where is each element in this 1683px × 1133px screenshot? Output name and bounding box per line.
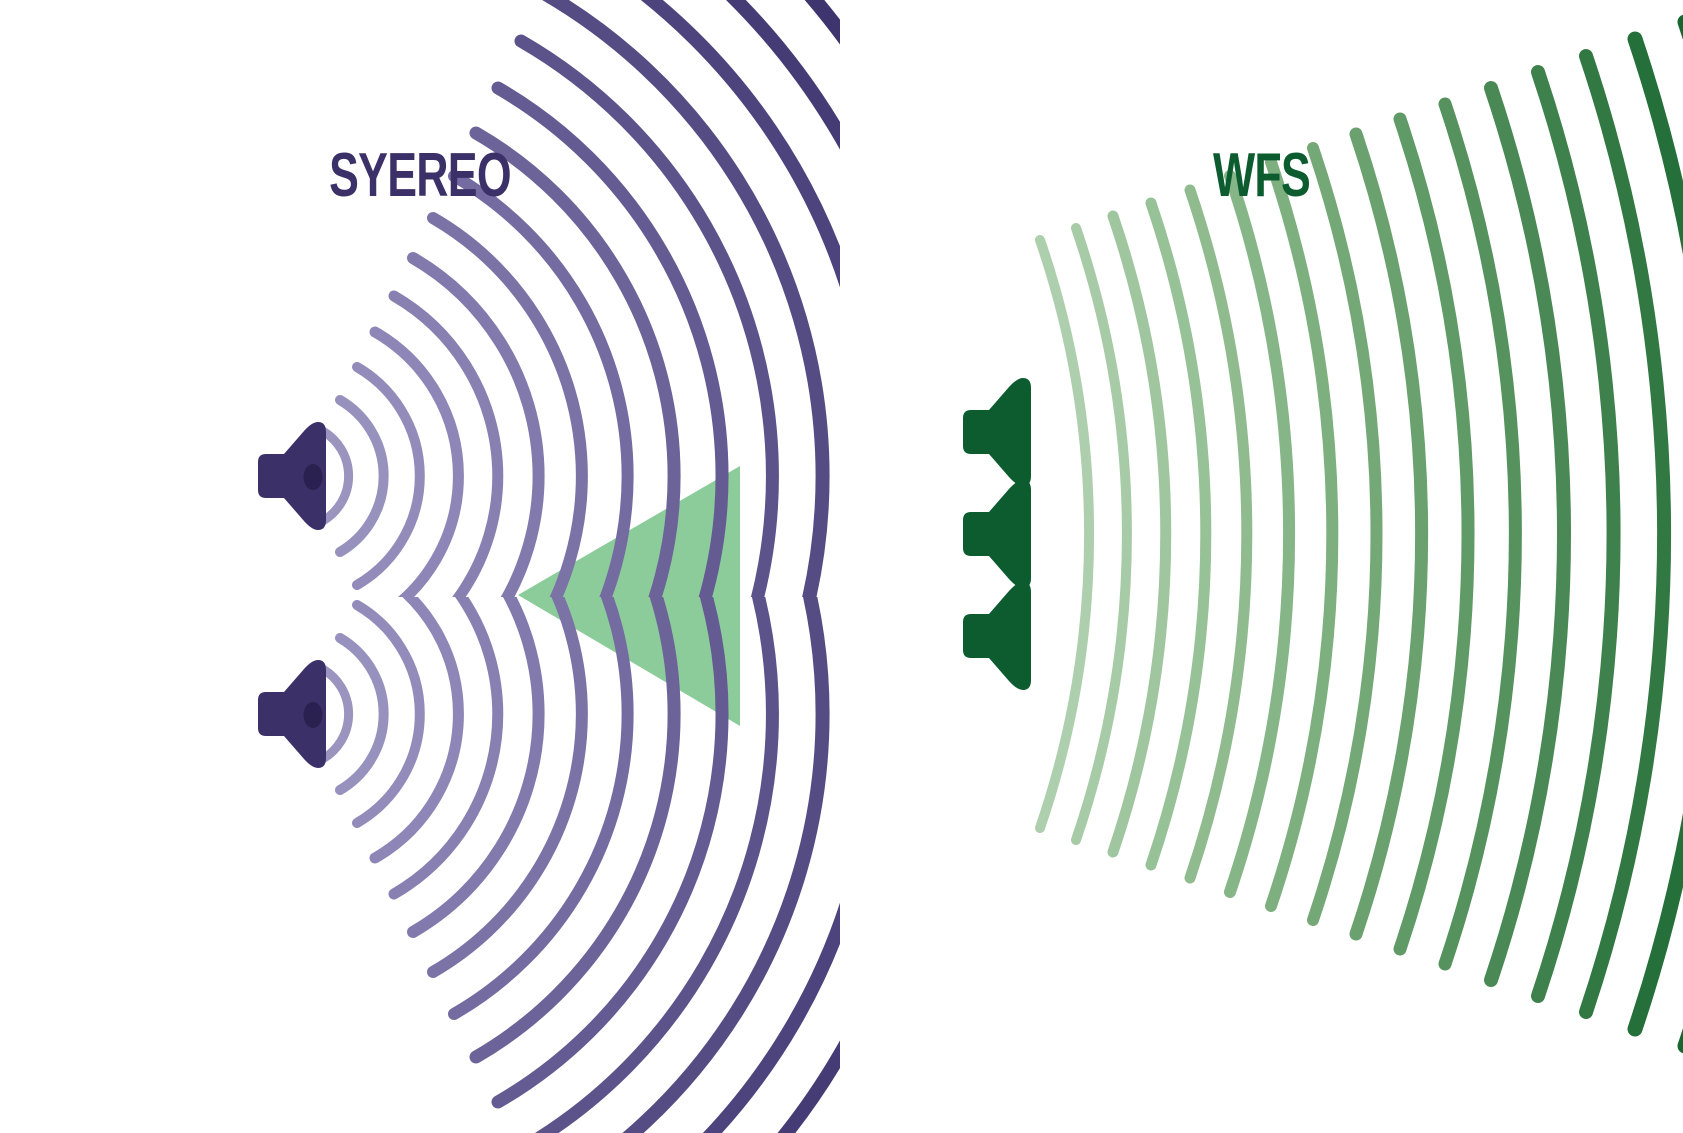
wavefront-group-bottom [319,597,840,1133]
speaker-icon-wfs-middle [963,480,1031,588]
stereo-diagram [258,0,840,1133]
interference-sweet-spot [518,466,740,726]
speaker-icon-stereo-top [258,422,326,530]
speaker-icon-wfs-top [963,378,1031,486]
panel-title-wfs: WFS [1212,141,1311,210]
speaker-icon-stereo-bottom [258,660,326,768]
panel-stereo: SYEREO [0,0,840,1133]
wavefront-group-wfs [1035,14,1683,1054]
panel-title-stereo: SYEREO [329,141,511,210]
wavefront-group-top [319,0,840,597]
panel-wfs: WFS [840,0,1683,1133]
wfs-diagram [963,14,1683,1054]
speaker-icon-wfs-bottom [963,582,1031,690]
